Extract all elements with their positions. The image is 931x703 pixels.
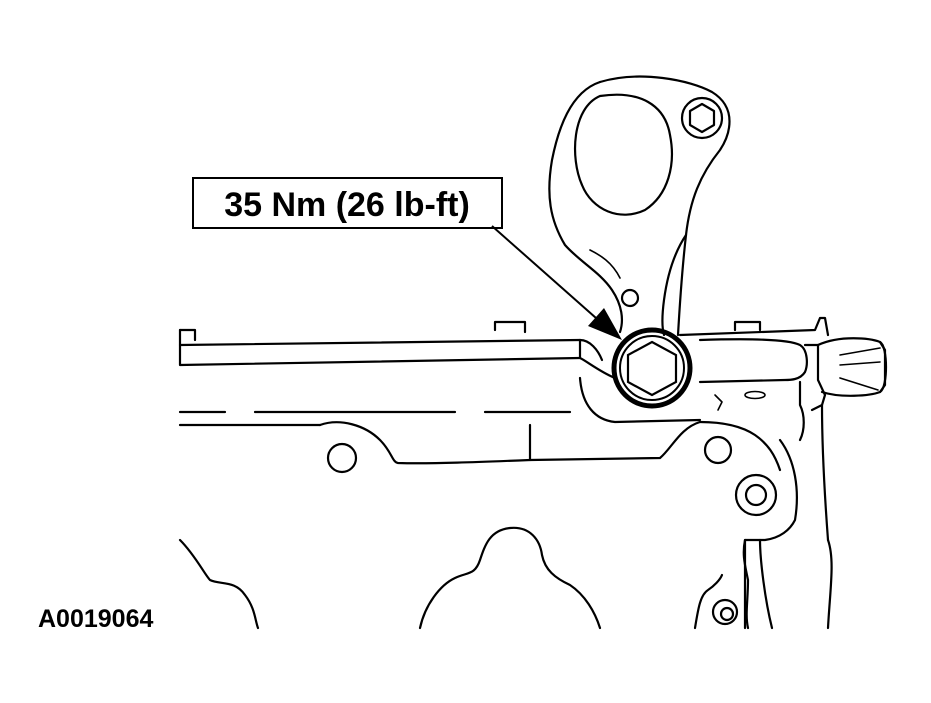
dowel-hole (620, 288, 640, 308)
callout-leader-line (491, 225, 597, 319)
housing-hole-left (326, 442, 358, 474)
torque-bolt-flange (619, 335, 685, 401)
upper-bolt-washer (680, 96, 724, 140)
housing-hole-right-inner (744, 483, 768, 507)
bracket-slot (573, 93, 674, 216)
upper-bolt-head (688, 102, 716, 134)
lower-stud-washer (711, 598, 739, 626)
housing-hole-center (703, 435, 733, 465)
engine-housing (178, 316, 888, 630)
figure-id: A0019064 (38, 605, 153, 633)
callout-box (192, 177, 503, 229)
callout-arrowhead (588, 308, 622, 340)
torque-bolt (611, 327, 693, 409)
torque-bolt-washer (611, 327, 693, 409)
torque-bolt-hex-socket (626, 340, 678, 397)
lower-stud (719, 606, 735, 622)
housing-hole-right-outer (734, 473, 778, 517)
bracket-arm (548, 75, 731, 337)
torque-callout: 35 Nm (26 lb-ft) (192, 177, 622, 340)
torque-spec-label: 35 Nm (26 lb-ft) (224, 186, 470, 224)
